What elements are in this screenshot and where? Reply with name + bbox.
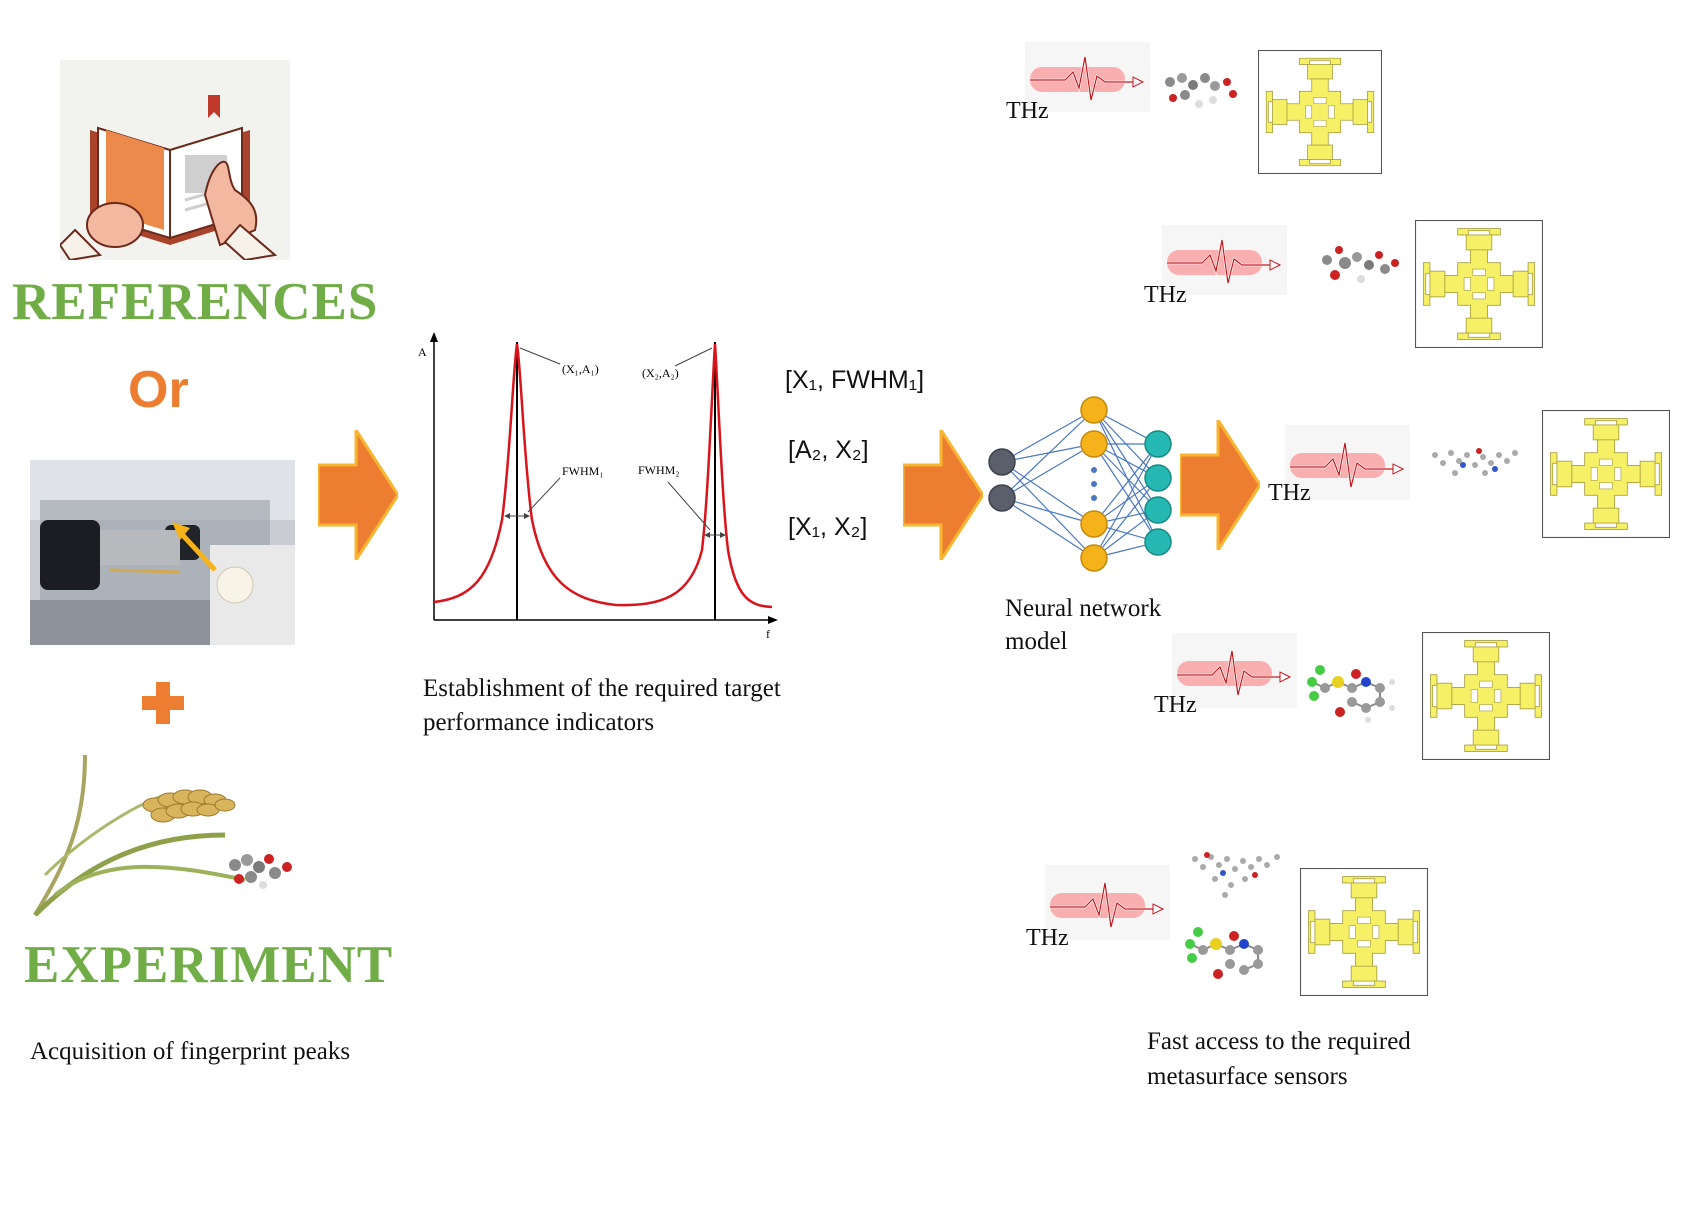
hidden-node	[1080, 544, 1108, 572]
spectrum-curve	[433, 343, 773, 609]
thz-pulse-icon	[1172, 633, 1297, 708]
flow-arrow-2	[903, 430, 983, 560]
metasurface-sensor	[1415, 220, 1543, 348]
thz-label: THz	[1006, 98, 1049, 124]
thz-pulse-icon	[1285, 425, 1410, 500]
wheat-illustration	[25, 745, 305, 920]
spectrum-chart: A f (X₁,A₁) (X₂,A₂) FWHM₁ FWHM₂	[410, 330, 780, 640]
hidden-node	[1080, 396, 1108, 424]
thz-label: THz	[1154, 692, 1197, 718]
molecule-icon	[1178, 922, 1283, 987]
flow-arrow-3	[1180, 420, 1260, 550]
chart-caption-line-2: performance indicators	[423, 709, 655, 736]
output-node	[1144, 496, 1172, 524]
input-node	[988, 448, 1016, 476]
thz-label: THz	[1268, 480, 1311, 506]
network-caption-line-1: Neural network	[1005, 595, 1162, 622]
plus-icon	[142, 682, 184, 724]
molecule-icon	[1425, 435, 1525, 485]
fwhm-1-label: FWHM₁	[562, 464, 604, 478]
molecule-icon	[1185, 845, 1290, 905]
thz-pulse-icon	[1045, 865, 1170, 940]
indicator-3: [X₁, X₂]	[788, 513, 868, 541]
peak-2-label: (X₂,A₂)	[642, 366, 679, 380]
output-node	[1144, 464, 1172, 492]
experiment-photo	[30, 460, 295, 645]
fwhm-2-label: FWHM₂	[638, 463, 680, 477]
thz-label: THz	[1026, 925, 1069, 951]
hidden-node	[1080, 430, 1108, 458]
metasurface-sensor	[1258, 50, 1382, 174]
book-illustration	[60, 60, 290, 260]
neural-network	[980, 390, 1180, 580]
molecule-icon	[1155, 60, 1245, 120]
x-axis-label: f	[766, 627, 770, 640]
molecule-icon	[1300, 660, 1405, 725]
molecule-icon	[1315, 235, 1405, 295]
peak-1-label: (X₁,A₁)	[562, 362, 599, 376]
molecule-icon	[229, 854, 292, 889]
indicator-2: [A₂, X₂]	[788, 436, 869, 464]
thz-pulse-icon	[1162, 225, 1287, 295]
chart-caption-line-1: Establishment of the required target	[423, 675, 781, 702]
metasurface-sensor	[1422, 632, 1550, 760]
left-caption: Acquisition of fingerprint peaks	[30, 1038, 351, 1065]
hidden-node	[1080, 510, 1108, 538]
thz-pulse-icon	[1025, 42, 1150, 112]
output-node	[1144, 528, 1172, 556]
experiment-label: EXPERIMENT	[24, 936, 394, 994]
input-node	[988, 484, 1016, 512]
metasurface-sensor	[1300, 868, 1428, 996]
network-caption-line-2: model	[1005, 628, 1068, 655]
thz-label: THz	[1144, 282, 1187, 308]
references-label: REFERENCES	[12, 273, 379, 331]
flow-arrow-1	[318, 430, 398, 560]
or-label: Or	[128, 361, 189, 419]
outputs-caption-line-2: metasurface sensors	[1147, 1063, 1348, 1090]
y-axis-label: A	[418, 345, 427, 359]
outputs-caption-line-1: Fast access to the required	[1147, 1028, 1411, 1055]
output-node	[1144, 430, 1172, 458]
indicator-1: [X₁, FWHM₁]	[785, 366, 925, 394]
metasurface-sensor	[1542, 410, 1670, 538]
